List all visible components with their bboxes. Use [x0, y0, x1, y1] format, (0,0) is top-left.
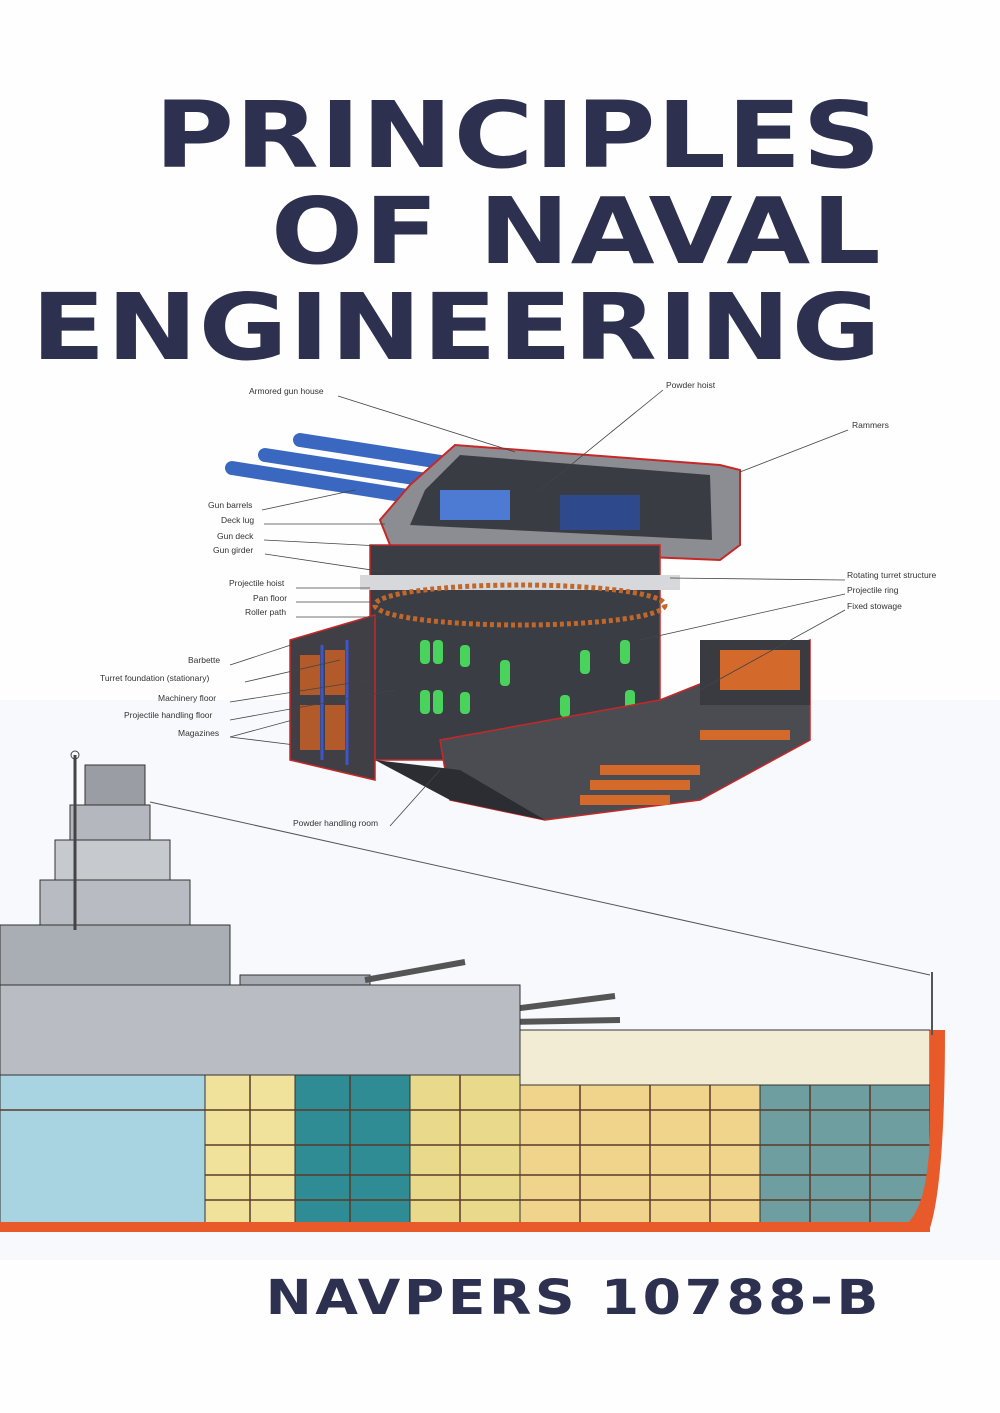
label-machinery-floor: Machinery floor	[158, 693, 217, 703]
label-magazines: Magazines	[178, 728, 220, 738]
label-deck-lug: Deck lug	[221, 515, 255, 525]
title-line-3: ENGINEERING	[31, 274, 882, 381]
label-barbette: Barbette	[188, 655, 221, 665]
label-leader-lines	[229, 389, 849, 827]
cover-title: PRINCIPLES OF NAVAL ENGINEERING	[31, 88, 882, 376]
title-line-2: OF NAVAL	[270, 178, 882, 285]
leader-line	[149, 801, 931, 976]
label-roller-path: Roller path	[245, 607, 287, 617]
publication-code: NAVPERS 10788-B	[265, 1270, 882, 1326]
ship-cutaway	[0, 750, 945, 1232]
label-gun-barrels: Gun barrels	[208, 500, 253, 510]
label-armored-gun-house: Armored gun house	[249, 386, 324, 396]
title-line-1: PRINCIPLES	[154, 82, 882, 189]
label-projectile-ring: Projectile ring	[847, 585, 899, 595]
label-turret-foundation: Turret foundation (stationary)	[100, 673, 210, 683]
label-fixed-stowage: Fixed stowage	[847, 601, 902, 611]
label-projectile-handling-floor: Projectile handling floor	[124, 710, 213, 720]
label-gun-girder: Gun girder	[213, 545, 254, 555]
label-powder-hoist: Powder hoist	[666, 380, 716, 390]
label-pan-floor: Pan floor	[253, 593, 288, 603]
turret-cutaway	[225, 433, 811, 821]
label-rammers: Rammers	[852, 420, 889, 430]
label-powder-handling-room: Powder handling room	[293, 818, 379, 828]
label-gun-deck: Gun deck	[217, 531, 254, 541]
label-rotating-turret-structure: Rotating turret structure	[847, 570, 937, 580]
label-projectile-hoist: Projectile hoist	[229, 578, 285, 588]
